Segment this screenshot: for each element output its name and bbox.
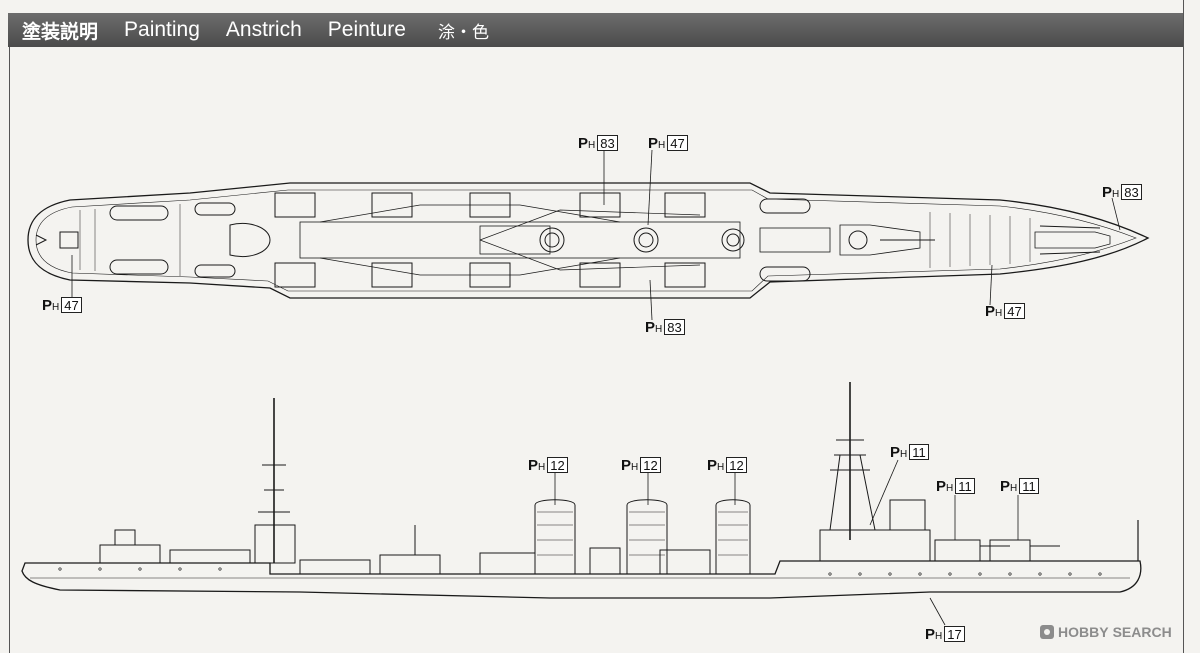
hobby-search-watermark: HOBBY SEARCH (1040, 624, 1172, 640)
title-german: Anstrich (225, 18, 302, 41)
title-japanese: 塗装説明 (22, 20, 99, 43)
frame-right-border (1183, 0, 1184, 653)
top-view-ship (27, 182, 1150, 299)
frame-left-border (9, 47, 10, 653)
top-view-leader-lines (71, 149, 1121, 321)
title-chinese: 涂・色 (437, 22, 489, 43)
title-english: Painting (124, 18, 200, 41)
instruction-header-bar: 塗装説明 Painting Anstrich Peinture 涂・色 (8, 13, 1184, 47)
side-view-leader-lines (554, 459, 1019, 626)
side-view-ship (21, 382, 1142, 599)
hobby-search-logo-icon (1040, 625, 1054, 639)
title-french: Peinture (327, 18, 406, 41)
